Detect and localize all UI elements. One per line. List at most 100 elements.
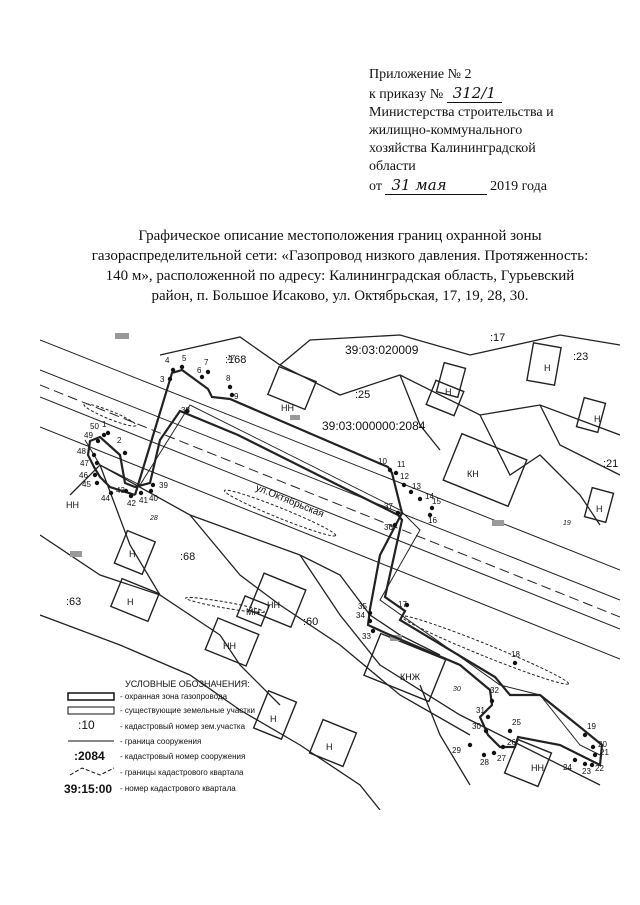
vertex-number: 47 (80, 459, 89, 468)
house-number: 19 (563, 520, 571, 527)
order-date: от 31 мая 2019 года (369, 176, 547, 195)
house-number: 17 (227, 355, 236, 362)
building-label: Н (270, 714, 277, 724)
vertex-point (138, 490, 144, 496)
vertex-number: 46 (79, 471, 88, 480)
vertex-point (367, 618, 373, 624)
building-label: КНЖ (400, 672, 421, 682)
vertex-point (589, 762, 595, 768)
vertex-point (392, 522, 398, 528)
vertex-point (485, 714, 491, 720)
vertex-number: 28 (480, 758, 489, 767)
parcel-25: :25 (355, 389, 370, 401)
buildings (109, 342, 615, 788)
parcel-63: :63 (66, 596, 81, 608)
vertex-number: 29 (452, 746, 461, 755)
vertex-point (170, 367, 176, 373)
vertex-point (427, 512, 433, 518)
vertex-number: 44 (101, 494, 110, 503)
street-name: ул.Октябрьская (254, 482, 326, 520)
title-line-1: Графическое описание местоположения гран… (138, 228, 542, 244)
vertex-number: 43 (116, 486, 125, 495)
vertex-point (370, 628, 376, 634)
parcel-168: :168 (225, 354, 246, 366)
vertex-point (483, 728, 489, 734)
vertex-number: 2 (117, 436, 122, 445)
ministry-line-4: области (369, 159, 416, 174)
legend-item-structure: - граница сооружения (120, 737, 201, 746)
appendix-label: Приложение № 2 (369, 67, 472, 82)
legend-item-structure-no: - кадастровый номер сооружения (120, 752, 245, 761)
vertex-point (387, 467, 393, 473)
vertex-number: 21 (600, 748, 609, 757)
house-number: 30 (453, 686, 461, 693)
title-line-4: район, п. Большое Исаково, ул. Октябрьск… (151, 288, 529, 304)
building-label: МН (246, 607, 260, 617)
legend-item-quarter-no: - номер кадастрового квартала (120, 784, 236, 793)
vertex-point (108, 490, 114, 496)
vertex-number: 22 (595, 764, 604, 773)
vertex-point (481, 752, 487, 758)
vertex-number: 4 (165, 356, 170, 365)
vertex-number: 14 (425, 492, 434, 501)
vertex-number: 7 (204, 358, 209, 367)
vertex-number: 17 (398, 600, 407, 609)
legend-swatch-zone (67, 692, 115, 701)
vertex-point (395, 510, 401, 516)
order-number: 312/1 (446, 84, 502, 103)
building-label: КН (467, 469, 479, 479)
vertex-number: 6 (197, 366, 202, 375)
legend-item-zone: - охранная зона газопровода (120, 692, 228, 701)
vertex-point (582, 761, 588, 767)
parcel-boundaries (40, 334, 620, 810)
vertex-point (91, 452, 97, 458)
vertex-point (367, 610, 373, 616)
vertex-number: 38 (181, 406, 190, 415)
vertex-number: 49 (84, 431, 93, 440)
legend-item-parcel: - существующие земельные участки (120, 706, 255, 715)
vertex-point (148, 488, 154, 494)
vertex-number: 18 (511, 650, 520, 659)
ministry-line-3: хозяйства Калининградской (369, 141, 536, 156)
building-label: НН (66, 500, 79, 510)
vertex-point (94, 460, 100, 466)
vertex-number: 35 (358, 602, 367, 611)
vertex-number: 25 (512, 718, 521, 727)
building-label: Н (596, 504, 603, 514)
legend-swatch-parcel (67, 706, 115, 715)
vertex-number: 16 (428, 516, 437, 525)
street-islands (83, 403, 569, 685)
vertex-number: 20 (598, 740, 607, 749)
building-label: Н (326, 742, 333, 752)
vertex-number: 34 (356, 611, 365, 620)
vertex-number: 39 (159, 481, 168, 490)
vertex-point (572, 757, 578, 763)
vertex-point (105, 430, 111, 436)
vertex-number: 24 (563, 763, 572, 772)
vertex-point (184, 408, 190, 414)
parcel-68: :68 (180, 551, 195, 563)
vertex-number: 33 (362, 632, 371, 641)
vertex-point (590, 744, 596, 750)
building-label: Н (445, 387, 452, 397)
vertex-number: 19 (587, 722, 596, 731)
pipeline (84, 404, 601, 756)
parcel-21: :21 (603, 458, 618, 470)
vertex-point (199, 374, 205, 380)
legend-item-parcel-no: - кадастровый номер зем.участка (120, 722, 246, 731)
order-header: Приложение № 2 к приказу № 312/1 Министе… (369, 66, 554, 196)
parcel-60: :60 (303, 616, 318, 628)
vertex-point (582, 732, 588, 738)
building-label: НН (267, 600, 280, 610)
vertex-point (95, 438, 101, 444)
ministry-line-2: жилищно-коммунального (369, 123, 523, 138)
vertex-point (507, 728, 513, 734)
vertex-point (500, 744, 506, 750)
vertex-number: 13 (412, 482, 421, 491)
vertex-point (404, 602, 410, 608)
vertex-number: 26 (507, 738, 516, 747)
order-line: к приказу № 312/1 (369, 84, 554, 104)
vertex-point (429, 505, 435, 511)
vertex-number: 1 (102, 420, 107, 429)
